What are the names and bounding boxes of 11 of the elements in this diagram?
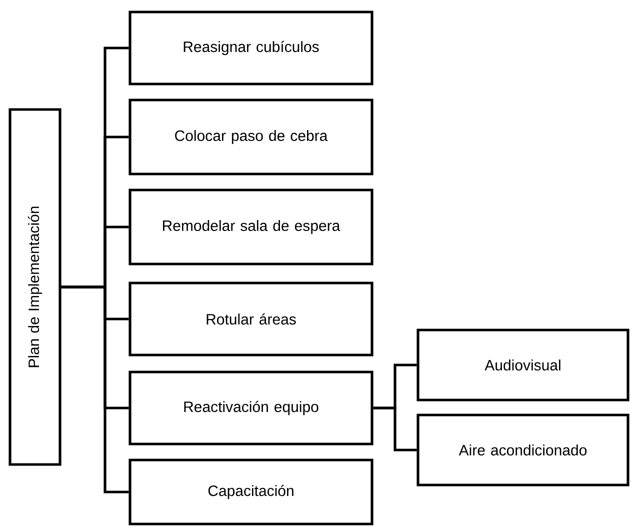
process-box: Capacitación bbox=[128, 458, 374, 526]
process-box: Audiovisual bbox=[416, 328, 630, 402]
process-box: Colocar paso de cebra bbox=[128, 98, 374, 176]
process-box: Reasignar cubículos bbox=[128, 10, 374, 86]
process-box: Aire acondicionado bbox=[416, 414, 630, 486]
rotated-box: Plan de Implementación bbox=[8, 108, 62, 466]
connector-line bbox=[61, 286, 129, 494]
process-box: Reactivación equipo bbox=[128, 370, 374, 446]
process-box: Rotular áreas bbox=[128, 282, 374, 356]
connector-line bbox=[373, 406, 417, 452]
process-box: Remodelar sala de espera bbox=[128, 188, 374, 266]
